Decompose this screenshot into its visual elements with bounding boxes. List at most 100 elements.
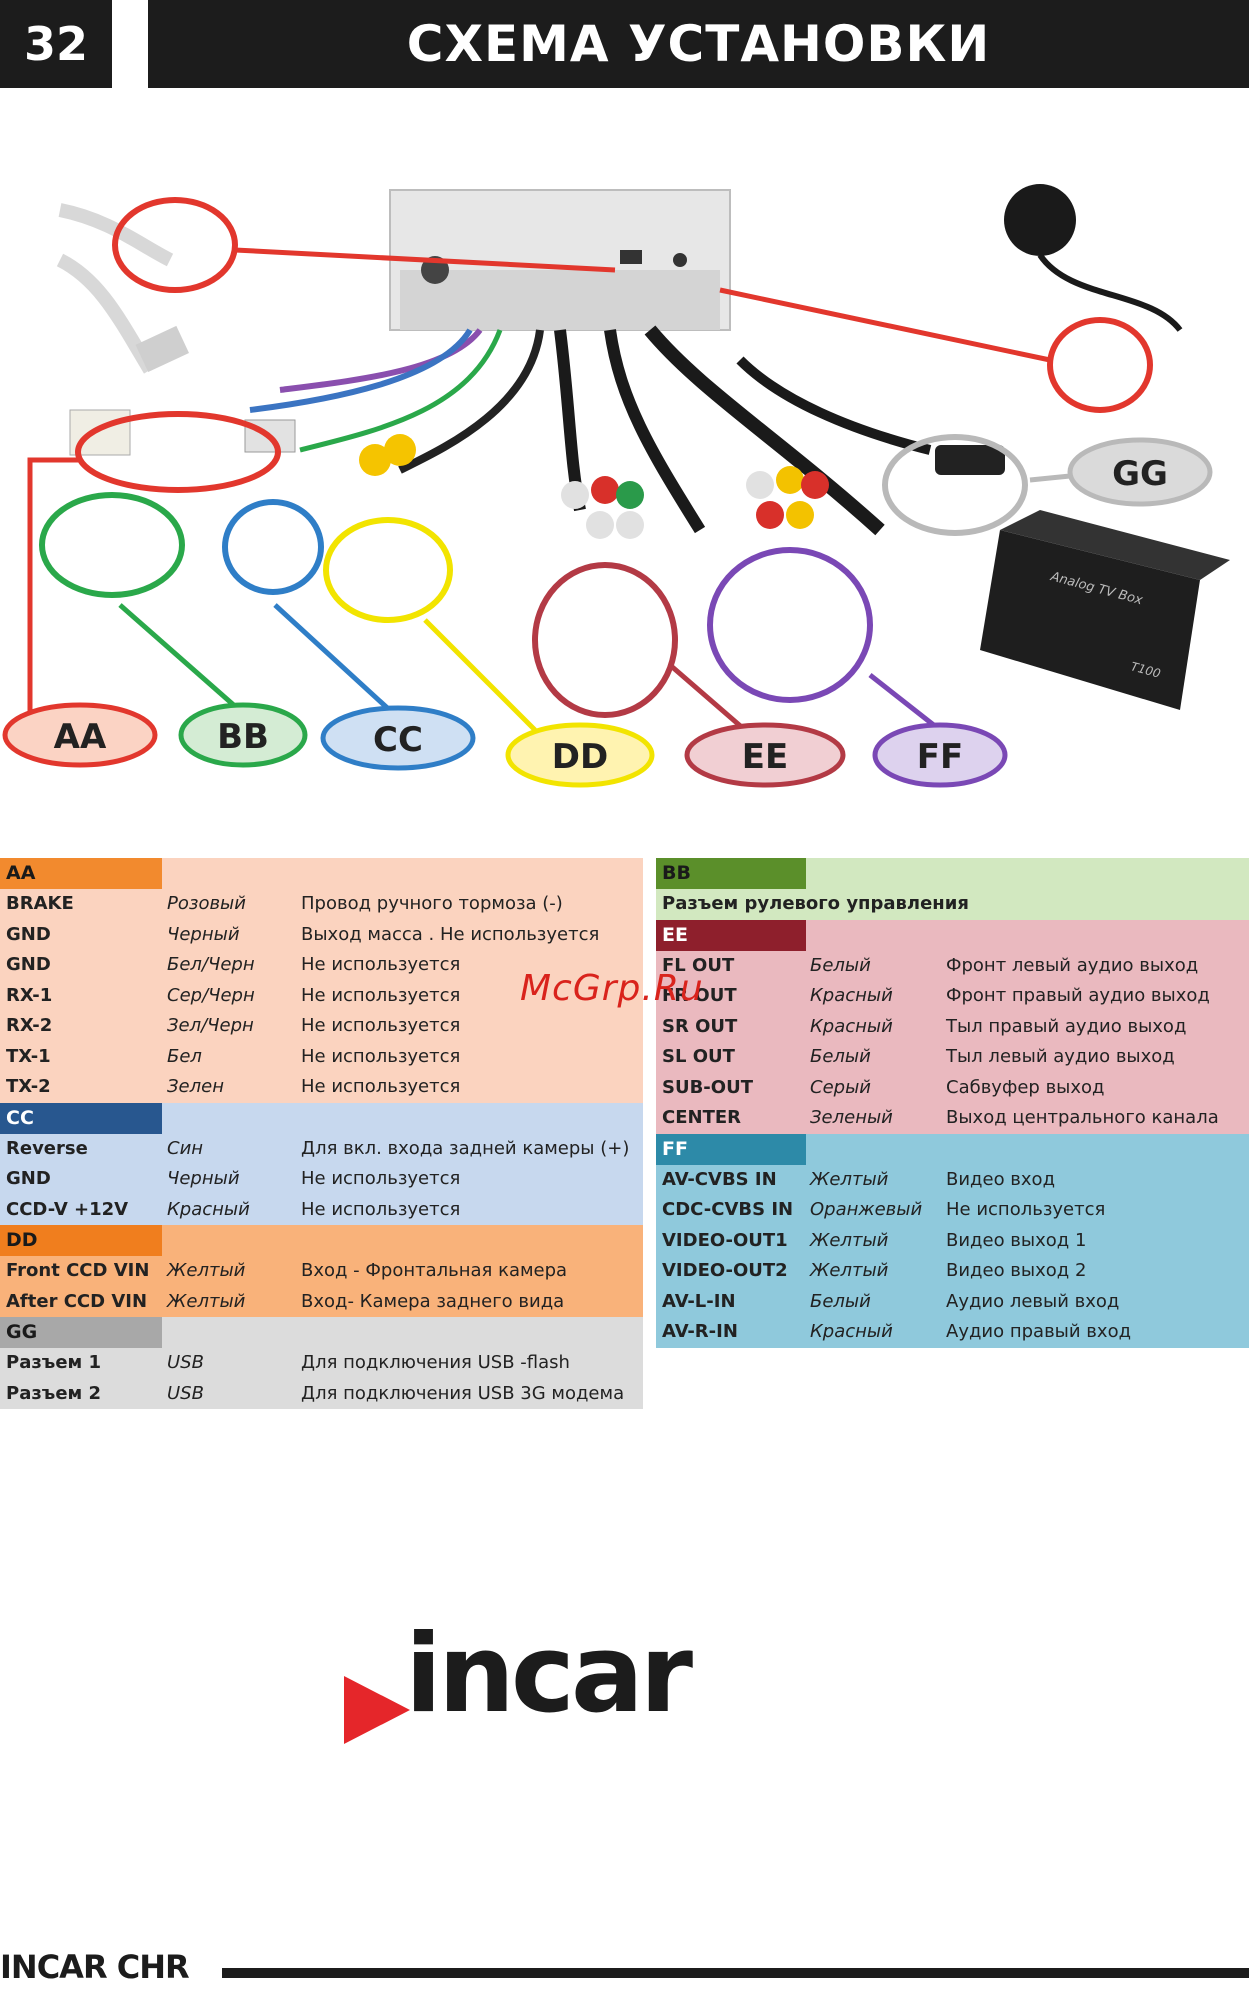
label-dd-text: DD xyxy=(552,737,608,777)
cable-ff xyxy=(644,325,885,536)
microphone-head xyxy=(1004,184,1076,256)
wire-harness-aa xyxy=(279,328,483,393)
watermark: McGrp.Ru xyxy=(520,968,704,1009)
rca-cc-1 xyxy=(359,444,391,476)
cable-gg xyxy=(736,356,932,455)
footer-model: INCAR CHR xyxy=(0,1948,190,1986)
rca-ff-3 xyxy=(801,471,829,499)
rca-ff-1 xyxy=(746,471,774,499)
label-ff: FF xyxy=(872,722,1008,788)
rca-dd-2 xyxy=(591,476,619,504)
rca-cc-2 xyxy=(384,434,416,466)
rca-dd-3 xyxy=(616,481,644,509)
arrow-mic xyxy=(719,287,1051,363)
rca-ff-2 xyxy=(776,466,804,494)
highlight-usb xyxy=(112,197,238,293)
arrow-aa xyxy=(118,603,247,717)
page-title: СХЕМА УСТАНОВКИ xyxy=(148,0,1249,88)
microphone-cable xyxy=(1037,253,1183,332)
rca-ff-4 xyxy=(756,501,784,529)
footer-rule xyxy=(222,1968,1249,1978)
rca-dd-5 xyxy=(616,511,644,539)
head-unit-connector-panel xyxy=(400,270,720,330)
section-ee-tag: EE xyxy=(656,919,806,951)
label-dd: DD xyxy=(505,722,655,788)
section-dd-tag: DD xyxy=(0,1225,162,1256)
rca-dd-1 xyxy=(561,481,589,509)
arrow-cc xyxy=(423,618,537,732)
logo-play-icon xyxy=(344,1676,410,1744)
label-cc: CC xyxy=(320,705,476,771)
arrow-ee xyxy=(868,673,942,732)
label-ff-text: FF xyxy=(917,737,963,777)
usb-extension-gg xyxy=(935,445,1005,475)
section-bb: BB Разъем рулевого управления xyxy=(656,858,1249,920)
highlight-gg xyxy=(882,434,1028,536)
usb-plug xyxy=(135,325,189,373)
label-aa: AA xyxy=(2,702,158,768)
section-gg-tag: GG xyxy=(0,1317,162,1348)
wire-harness-cc xyxy=(398,329,544,474)
label-bb: BB xyxy=(178,702,308,768)
label-aa-text: AA xyxy=(54,717,107,757)
arrow-dd xyxy=(668,663,747,732)
page-number: 32 xyxy=(0,0,112,88)
highlight-mic xyxy=(1047,317,1153,413)
section-ff-tag: FF xyxy=(656,1133,806,1165)
rca-dd-4 xyxy=(586,511,614,539)
logo-wordmark: incar xyxy=(405,1612,693,1737)
label-ee: EE xyxy=(684,722,846,788)
rca-ff-5 xyxy=(786,501,814,529)
table-row: Разъем рулевого управления xyxy=(662,893,969,914)
highlight-ee xyxy=(707,547,873,703)
label-cc-text: CC xyxy=(373,720,423,760)
highlight-cc xyxy=(323,517,453,623)
highlight-bb xyxy=(222,499,324,595)
wire-harness-aa-2 xyxy=(249,328,473,413)
installation-diagram: Analog TV Box T100 AA BB CC DD xyxy=(2,184,1230,788)
usb-cable-1 xyxy=(58,203,174,267)
wire-harness-bb xyxy=(299,329,503,453)
section-bb-tag: BB xyxy=(656,858,806,889)
head-unit-usb-port xyxy=(620,250,642,264)
arrow-usb xyxy=(234,247,616,273)
arrow-bb xyxy=(273,603,397,717)
label-ee-text: EE xyxy=(742,737,788,777)
head-unit-mic-port xyxy=(673,253,687,267)
section-cc-tag: CC xyxy=(0,1102,162,1134)
label-gg: GG xyxy=(1067,437,1213,507)
highlight-aa xyxy=(39,492,185,598)
label-bb-text: BB xyxy=(217,717,269,757)
